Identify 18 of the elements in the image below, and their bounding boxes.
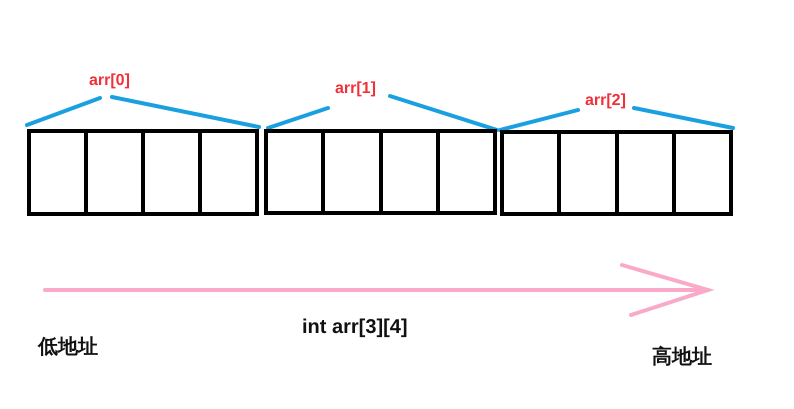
address-label: 低地址: [38, 335, 98, 360]
memory-cell: [438, 131, 495, 213]
memory-cell: [502, 132, 560, 214]
memory-cell: [323, 131, 380, 213]
memory-cell: [559, 132, 616, 214]
memory-cell: [86, 131, 143, 214]
memory-cell: [200, 131, 257, 214]
memory-cell: [674, 132, 731, 214]
array-label: arr[0]: [89, 72, 130, 90]
array-label: arr[1]: [335, 80, 376, 98]
array-label: arr[2]: [585, 92, 626, 110]
memory-cell: [266, 131, 324, 213]
declaration-label: int arr[3][4]: [302, 316, 408, 339]
memory-cell: [143, 131, 200, 214]
memory-cell: [616, 132, 674, 214]
memory-cell: [380, 131, 438, 213]
memory-cell: [29, 131, 86, 214]
address-label: 高地址: [652, 344, 712, 370]
